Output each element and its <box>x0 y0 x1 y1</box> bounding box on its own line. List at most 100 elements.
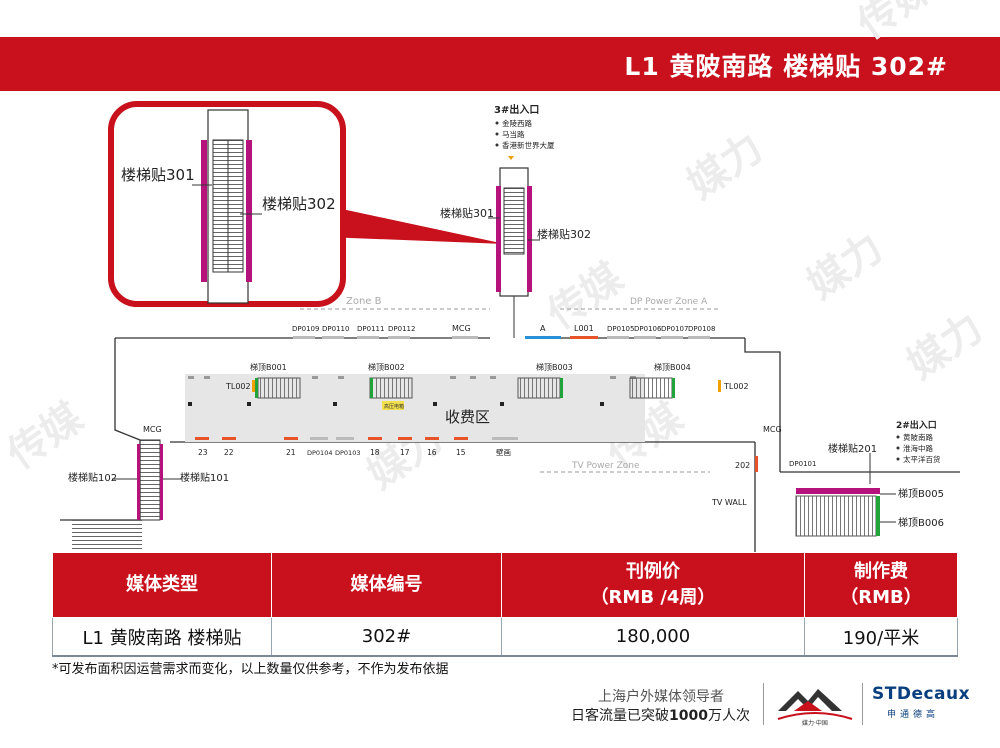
table-header-row: 媒体类型 媒体编号 刊例价（RMB /4周） 制作费（RMB） <box>52 552 958 618</box>
bottom-code: 17 <box>400 448 410 457</box>
exit2-item: 淮海中路 <box>903 443 933 453</box>
tv-wall: TV WALL <box>711 498 747 507</box>
top-code: A <box>540 324 546 333</box>
exit2-list: 黄陂南路 淮海中路 太平洋百货 <box>896 432 941 464</box>
top-stairway <box>488 167 540 338</box>
yellow-tag <box>382 401 404 410</box>
svg-text:传媒: 传媒 <box>849 0 943 49</box>
exit2-title: 2#出入口 <box>896 419 937 431</box>
roof-labels: 梯顶B001 梯顶B002 梯顶B003 梯顶B004 <box>250 362 691 372</box>
exit2-item: 太平洋百货 <box>903 454 941 464</box>
roof-label-b006: 梯顶B006 <box>898 516 944 529</box>
page-title: L1 黄陂南路 楼梯贴 302# <box>624 52 948 81</box>
bottom-code: 壁画 <box>496 447 511 457</box>
bottom-code: 15 <box>456 448 466 457</box>
cell-production-fee: 190/平米 <box>804 617 958 657</box>
right-stairway <box>795 453 896 537</box>
tl002-right: TL002 <box>723 382 749 391</box>
top-code: DP0105 <box>607 325 634 333</box>
footer-divider <box>862 683 863 725</box>
tl002-left-marker <box>252 380 255 392</box>
table-row: L1 黄陂南路 楼梯贴 302# 180,000 190/平米 <box>52 617 958 657</box>
roof-label-b004: 梯顶B004 <box>654 362 691 372</box>
roof-label-b005: 梯顶B005 <box>898 487 944 500</box>
bottom-code: DP0103 <box>335 449 360 457</box>
roof-label-b003: 梯顶B003 <box>536 362 573 372</box>
station-floor-plan: 传媒 媒力 媒力 传媒 媒力 传媒 媒力 传媒 楼梯贴301 楼梯贴302 楼梯… <box>0 0 991 552</box>
cell-media-type: L1 黄陂南路 楼梯贴 <box>52 617 272 657</box>
yellow-tag-label: 高压电箱 <box>384 403 404 410</box>
zoom-label-302: 楼梯贴302 <box>262 195 336 213</box>
exit3-item: 金陵西路 <box>502 118 532 128</box>
bottom-media-bars <box>195 437 518 440</box>
svg-text:传媒: 传媒 <box>0 394 92 479</box>
exit3-title: 3#出入口 <box>494 103 539 116</box>
svg-text:媒力: 媒力 <box>899 305 991 389</box>
stdecaux-logo: STDecaux <box>872 684 971 704</box>
fare-area-label: 收费区 <box>445 408 490 426</box>
header-price: 刊例价（RMB /4周） <box>501 552 805 618</box>
tv-power-zone-label: TV Power Zone <box>571 461 640 471</box>
stair-label-101: 楼梯贴101 <box>180 471 229 484</box>
zoom-pointer <box>300 200 505 244</box>
top-code-labels: DP0109 DP0110 DP0111 DP0112 MCG A L001 D… <box>292 324 715 333</box>
bottom-code: 23 <box>198 448 208 457</box>
roof-label-b001: 梯顶B001 <box>250 362 287 372</box>
bottom-code: DP0104 <box>307 449 332 457</box>
top-code: DP0108 <box>688 325 715 333</box>
header-production-fee: 制作费（RMB） <box>804 552 958 618</box>
code-202: 202 <box>735 461 750 470</box>
zoom-callout <box>108 101 346 307</box>
header-bar <box>0 37 1000 91</box>
exit2-item: 黄陂南路 <box>903 432 933 442</box>
zone-markers <box>300 308 720 473</box>
top-code: DP0111 <box>357 325 384 333</box>
cell-price: 180,000 <box>501 617 805 657</box>
roof-label-b002: 梯顶B002 <box>368 362 405 372</box>
exit3-list: 金陵西路 马当路 香港新世界大厦 <box>495 118 555 160</box>
stair-label-102: 楼梯贴102 <box>68 471 117 484</box>
tl002-left: TL002 <box>225 382 251 391</box>
header-media-type: 媒体类型 <box>52 552 272 618</box>
exit3-item: 马当路 <box>502 129 525 139</box>
dp0101: DP0101 <box>789 460 816 468</box>
exit3-arrow-icon <box>508 156 514 160</box>
footnote: *可发布面积因运营需求而变化，以上数量仅供参考，不作为发布依据 <box>52 662 449 677</box>
marker-202 <box>755 456 758 472</box>
roof-escalators <box>255 377 675 410</box>
top-code: DP0112 <box>388 325 415 333</box>
mcg-right: MCG <box>763 425 782 434</box>
tl002-right-marker <box>718 380 721 392</box>
stair-label-301: 楼梯贴301 <box>440 206 494 220</box>
svg-text:媒力: 媒力 <box>679 125 771 209</box>
top-code: DP0107 <box>661 325 688 333</box>
bottom-code: 21 <box>286 448 296 457</box>
exit3-item: 香港新世界大厦 <box>502 140 555 150</box>
zoom-label-301: 楼梯贴301 <box>121 166 195 184</box>
fare-gates <box>188 376 636 406</box>
footer-divider <box>763 683 764 725</box>
header-media-id: 媒体编号 <box>271 552 502 618</box>
stdecaux-subtitle: 申通德高 <box>887 710 940 720</box>
bottom-code-labels: 23 22 21 DP0104 DP0103 18 17 16 15 壁画 <box>198 447 511 457</box>
top-code: L001 <box>574 324 594 333</box>
dp-power-zone-a-label: DP Power Zone A <box>630 297 708 307</box>
meili-logo-caption: 媒力·中国 <box>802 719 828 727</box>
top-code: MCG <box>452 324 471 333</box>
top-code: DP0109 <box>292 325 319 333</box>
slogan-line1: 上海户外媒体领导者 <box>598 689 724 705</box>
top-code: DP0106 <box>634 325 662 333</box>
svg-text:媒力: 媒力 <box>799 225 891 309</box>
bottom-code: 16 <box>427 448 437 457</box>
meili-logo: 媒力·中国 <box>777 689 853 727</box>
top-media-bars <box>293 336 710 339</box>
slogan-line2: 日客流量已突破1000万人次 <box>571 708 750 724</box>
bottom-code: 18 <box>370 448 380 457</box>
stair-label-201: 楼梯贴201 <box>828 442 877 455</box>
cell-media-id: 302# <box>271 617 502 657</box>
bottom-code: 22 <box>224 448 234 457</box>
stair-label-302: 楼梯贴302 <box>537 227 591 241</box>
left-stairway <box>72 439 182 552</box>
top-code: DP0110 <box>322 325 349 333</box>
mcg-left: MCG <box>143 425 162 434</box>
